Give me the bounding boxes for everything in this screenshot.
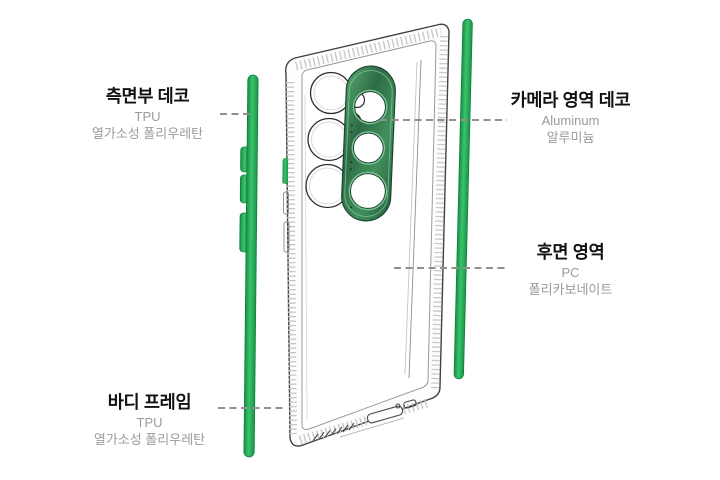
deco-plate-inner-highlight — [344, 70, 393, 217]
deco-hole-rims — [348, 89, 388, 211]
callout-back-area-material: PC — [561, 265, 580, 281]
right-side-rail — [453, 18, 473, 380]
callout-side-deco-material-korean: 열가소성 폴리우레탄 — [91, 126, 204, 142]
case-left-seam-light — [304, 94, 308, 421]
callout-body-frame-material-korean: 열가소성 폴리우레탄 — [93, 432, 206, 448]
clear-case-body — [282, 23, 450, 447]
case-side-button-well-1 — [283, 191, 289, 215]
leader-lines — [218, 113, 507, 409]
callout-body-frame-material: TPU — [136, 415, 163, 431]
deco-screw-dots — [349, 124, 353, 209]
mic-hole — [395, 403, 401, 409]
left-rail — [243, 74, 259, 458]
callout-side-deco-title: 측면부 데코 — [105, 86, 190, 106]
bottom-bracket-line — [339, 417, 405, 438]
callout-body-frame-title: 바디 프레임 — [107, 392, 192, 412]
callout-body-frame: 바디 프레임 TPU 열가소성 폴리우레탄 — [57, 392, 242, 449]
camera-deco-plate — [341, 65, 396, 222]
left-side-rail-with-buttons — [239, 74, 259, 458]
case-side-button-green — [282, 158, 289, 185]
callout-back-area: 후면 영역 PC 폴리카보네이트 — [478, 242, 663, 299]
callout-camera-deco-material: Aluminum — [541, 113, 600, 129]
case-side-button-well-2 — [283, 221, 290, 253]
callout-side-deco-material: TPU — [134, 109, 161, 125]
callout-camera-deco-material-korean: 알루미늄 — [546, 130, 595, 146]
case-right-seam-light — [404, 61, 418, 375]
case-bottom-ports — [312, 399, 417, 442]
callout-camera-deco-title: 카메라 영역 데코 — [510, 90, 631, 110]
case-left-ribbed-band — [286, 81, 297, 435]
speaker-slots — [312, 422, 355, 442]
callout-camera-deco: 카메라 영역 데코 Aluminum 알루미늄 — [478, 90, 663, 147]
callout-side-deco: 측면부 데코 TPU 열가소성 폴리우레탄 — [55, 86, 240, 143]
callout-back-area-material-korean: 폴리카보네이트 — [528, 282, 613, 298]
case-right-ribbed-band — [431, 35, 448, 391]
bottom-small-cutout — [403, 399, 417, 409]
case-right-seam-dark — [408, 59, 422, 379]
callout-back-area-title: 후면 영역 — [536, 242, 605, 262]
charging-port — [366, 405, 404, 424]
case-inner-panel — [301, 40, 437, 430]
